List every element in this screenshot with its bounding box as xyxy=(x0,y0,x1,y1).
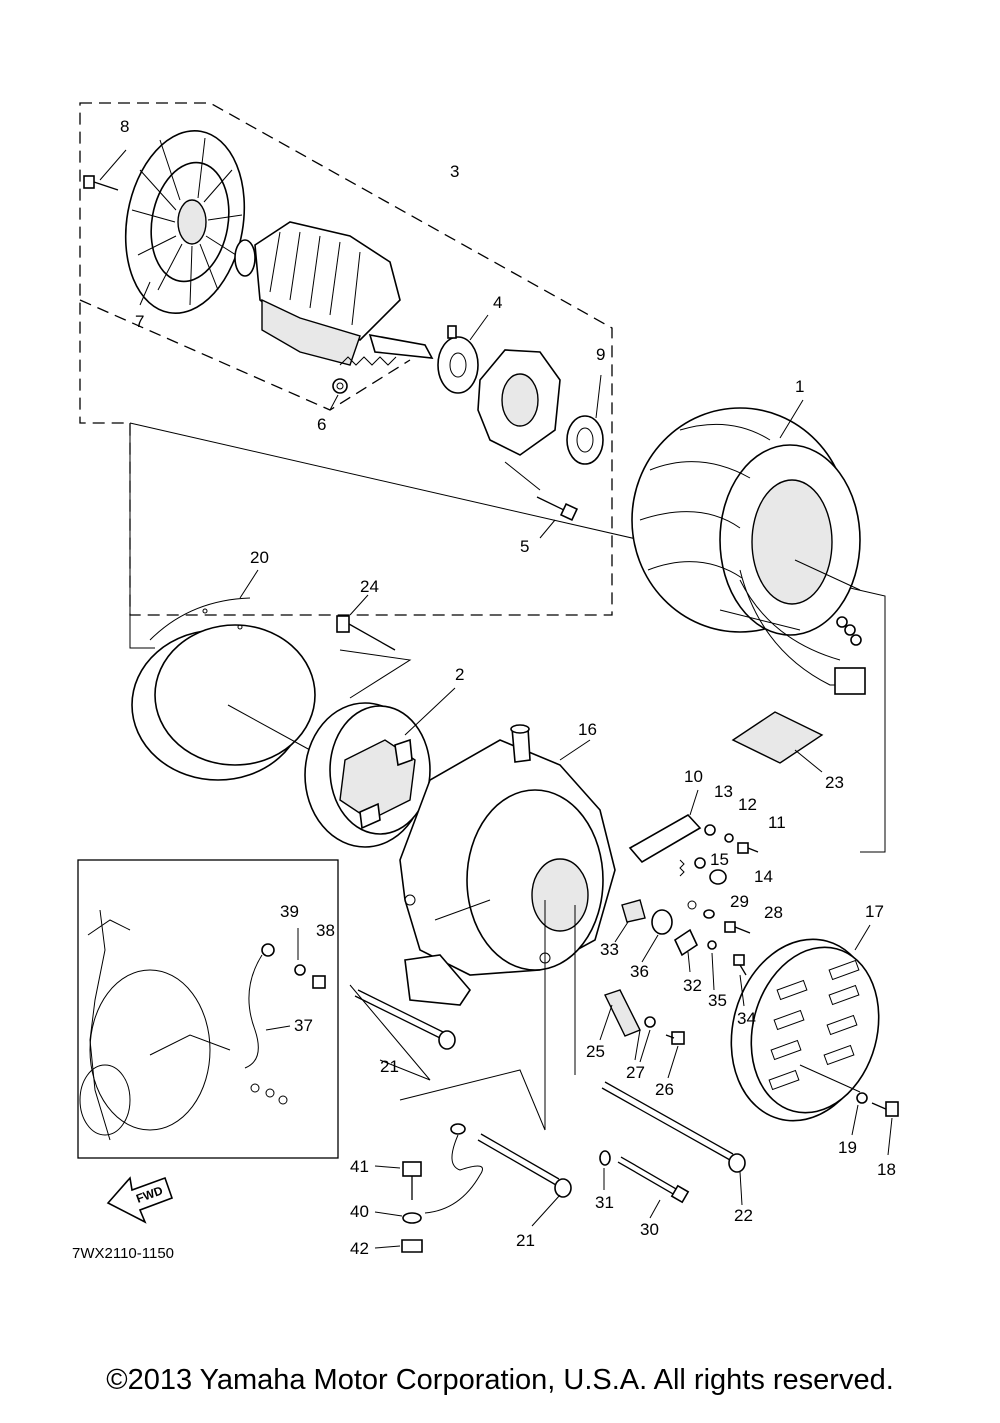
callout-41: 41 xyxy=(350,1157,369,1176)
part-22-through-bolt xyxy=(601,1081,746,1173)
part-17-rear-cover xyxy=(730,924,880,1122)
copyright-notice: ©2013 Yamaha Motor Corporation, U.S.A. A… xyxy=(106,1364,894,1396)
callout-20: 20 xyxy=(250,548,269,567)
leader-lines xyxy=(374,921,893,1249)
callout-36: 36 xyxy=(630,962,649,981)
callout-21-upper: 21 xyxy=(380,1057,399,1076)
callout-5: 5 xyxy=(520,537,529,556)
inset-detail-box xyxy=(77,859,339,1159)
callout-17: 17 xyxy=(865,902,884,921)
callout-21-lower: 21 xyxy=(516,1231,535,1250)
part-16-housing xyxy=(399,724,616,1130)
callout-38: 38 xyxy=(316,921,335,940)
callout-12: 12 xyxy=(738,795,757,814)
callout-6: 6 xyxy=(317,415,326,434)
part-6-nut xyxy=(329,378,348,411)
part-24-bolt xyxy=(336,594,396,651)
callout-19: 19 xyxy=(838,1138,857,1157)
callout-31: 31 xyxy=(595,1193,614,1212)
callout-4: 4 xyxy=(493,293,502,312)
part-7-fan xyxy=(124,130,246,314)
callout-18: 18 xyxy=(877,1160,896,1179)
callout-33: 33 xyxy=(600,940,619,959)
callout-26: 26 xyxy=(655,1080,674,1099)
callout-37: 37 xyxy=(294,1016,313,1035)
callout-13: 13 xyxy=(714,782,733,801)
part-1-stator xyxy=(631,399,866,695)
callout-40: 40 xyxy=(350,1202,369,1221)
callout-10: 10 xyxy=(684,767,703,786)
callout-7: 7 xyxy=(135,312,144,331)
brush-holder-group xyxy=(628,789,759,910)
callout-24: 24 xyxy=(360,577,379,596)
callout-2: 2 xyxy=(455,665,464,684)
callout-27: 27 xyxy=(626,1063,645,1082)
callout-25: 25 xyxy=(586,1042,605,1061)
callout-30: 30 xyxy=(640,1220,659,1239)
callout-3: 3 xyxy=(450,162,459,181)
part-3-rotor xyxy=(234,221,434,366)
part-9-exciter-bearing xyxy=(477,349,604,465)
callout-8: 8 xyxy=(120,117,129,136)
ground-wire-parts-40-42 xyxy=(401,1123,483,1253)
part-23-pad xyxy=(731,711,824,773)
callout-32: 32 xyxy=(683,976,702,995)
callout-39: 39 xyxy=(280,902,299,921)
callout-16: 16 xyxy=(578,720,597,739)
callout-28: 28 xyxy=(764,903,783,922)
callout-34: 34 xyxy=(737,1009,756,1028)
hardware-28-36 xyxy=(621,899,751,976)
part-21-bolts xyxy=(349,984,572,1198)
part-2-front-cover xyxy=(304,687,456,848)
part-20-band xyxy=(131,569,316,781)
part-4-flange xyxy=(437,314,489,394)
parts-30-31 xyxy=(599,1150,690,1204)
part-number-code: 7WX2110-1150 xyxy=(72,1245,174,1262)
part-8-bolt xyxy=(83,149,127,191)
callout-11: 11 xyxy=(768,813,786,832)
callout-42: 42 xyxy=(350,1239,369,1258)
callout-29: 29 xyxy=(730,892,749,911)
assembly-outline-lines xyxy=(129,422,886,853)
parts-18-19 xyxy=(856,1092,899,1117)
callout-15: 15 xyxy=(710,850,729,869)
callout-labels: 8 3 7 4 9 6 1 5 20 24 2 16 23 10 13 12 1… xyxy=(120,117,896,1258)
callout-1: 1 xyxy=(795,377,804,396)
callout-14: 14 xyxy=(754,867,773,886)
part-5-bolt xyxy=(504,461,579,539)
parts-25-27 xyxy=(604,989,685,1045)
callout-23: 23 xyxy=(825,773,844,792)
fwd-arrow-icon: FWD xyxy=(106,1176,174,1224)
callout-22: 22 xyxy=(734,1206,753,1225)
callout-9: 9 xyxy=(596,345,605,364)
callout-35: 35 xyxy=(708,991,727,1010)
